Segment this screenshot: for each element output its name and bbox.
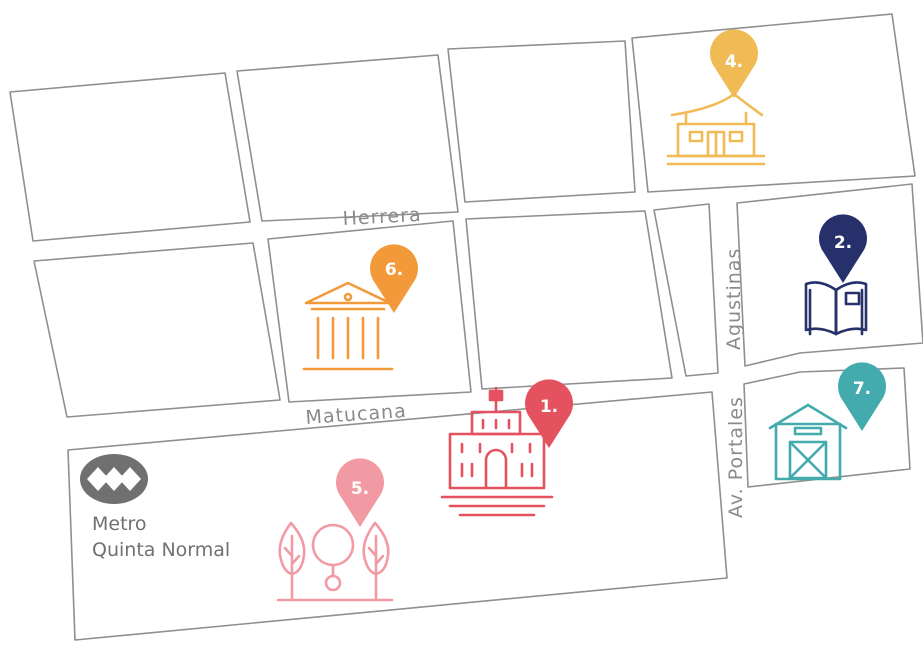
metro-label-line1: Metro xyxy=(92,513,147,535)
pin-number: 6. xyxy=(385,260,403,280)
city-block xyxy=(447,40,636,203)
street-label-herrera: Herrera xyxy=(342,204,422,230)
metro-station[interactable]: Metro Quinta Normal xyxy=(80,454,230,561)
temple-house-icon xyxy=(666,92,766,166)
city-block xyxy=(9,72,251,242)
street-label-agustinas: Agustinas xyxy=(723,248,745,350)
place-marker-6[interactable]: 6. xyxy=(302,244,418,371)
city-block xyxy=(631,13,916,193)
map-pin: 1. xyxy=(525,379,573,448)
place-marker-4[interactable]: 4. xyxy=(666,29,766,166)
metro-logo-icon xyxy=(80,454,148,504)
museum-columns-icon xyxy=(302,281,394,371)
street-label-portales: Av. Portales xyxy=(725,396,747,518)
place-marker-2[interactable]: 2. xyxy=(804,214,868,336)
city-block xyxy=(236,54,459,222)
map-pin: 6. xyxy=(370,244,418,313)
place-marker-1[interactable]: 1. xyxy=(440,379,573,517)
city-block xyxy=(653,203,719,377)
city-block xyxy=(33,242,281,418)
map-pin: 5. xyxy=(335,458,384,527)
pin-number: 4. xyxy=(725,52,743,72)
city-block xyxy=(267,220,472,403)
pin-number: 2. xyxy=(834,233,852,253)
place-marker-5[interactable]: 5. xyxy=(276,458,394,602)
open-book-icon xyxy=(804,281,868,336)
place-marker-7[interactable]: 7. xyxy=(768,362,886,481)
city-block xyxy=(67,391,728,641)
pin-number: 7. xyxy=(853,379,871,399)
map-pin: 4. xyxy=(709,29,758,98)
map-pin: 2. xyxy=(819,214,868,283)
school-building-icon xyxy=(440,386,554,517)
pin-number: 5. xyxy=(351,479,369,499)
city-block xyxy=(465,210,673,390)
barn-icon xyxy=(768,403,848,481)
metro-label-line2: Quinta Normal xyxy=(92,539,230,561)
city-block xyxy=(736,183,923,367)
park-trees-icon xyxy=(276,521,394,602)
pin-number: 1. xyxy=(540,397,558,417)
map-pin: 7. xyxy=(838,362,886,431)
